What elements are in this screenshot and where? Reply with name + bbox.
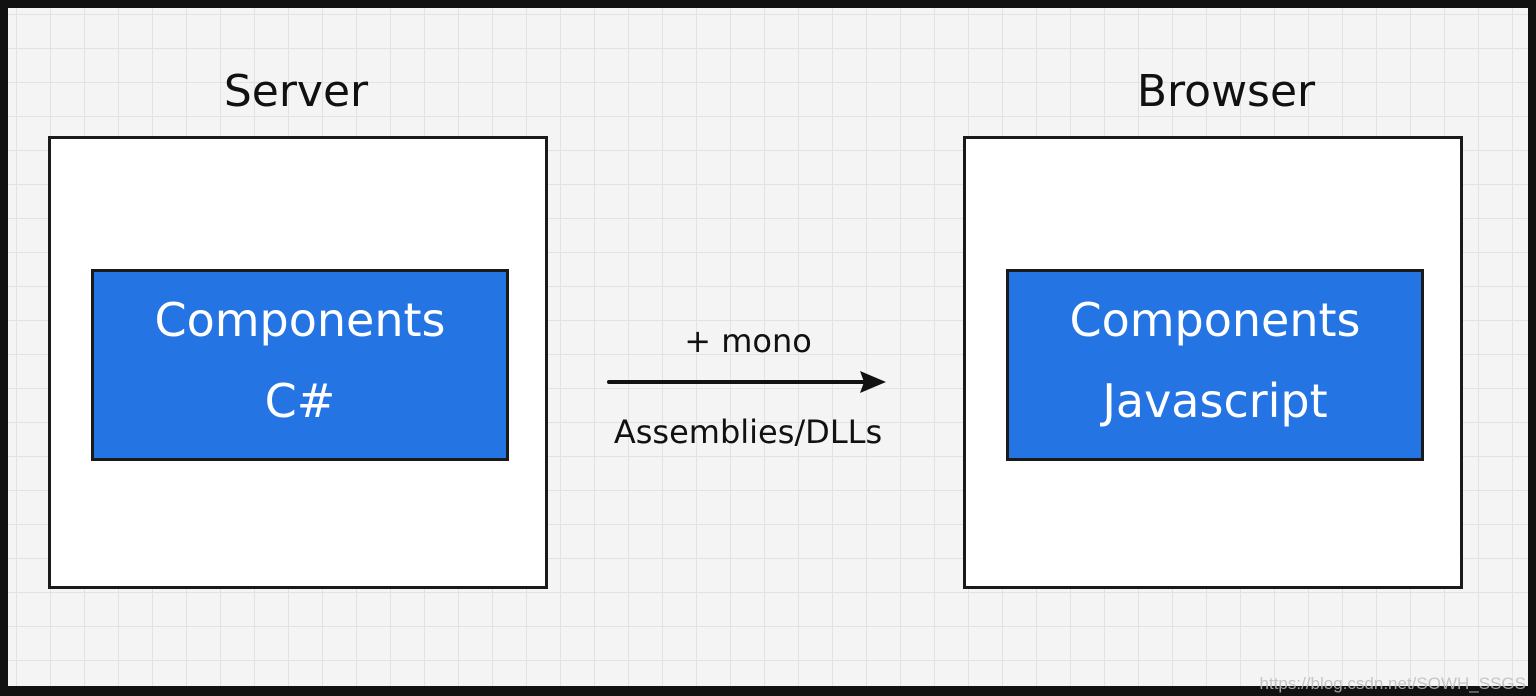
browser-title: Browser (1136, 66, 1316, 117)
watermark: https://blog.csdn.net/SOWH_SSGS (1259, 674, 1526, 693)
browser-components-label: Components (1069, 293, 1361, 347)
arrow-bottom-label: Assemblies/DLLs (613, 413, 883, 451)
server-components-box: Components C# (91, 269, 509, 461)
right-arrow-icon (607, 371, 886, 393)
server-language-label: C# (264, 374, 336, 428)
server-title: Server (223, 66, 369, 117)
browser-components-box: Components Javascript (1006, 269, 1424, 461)
server-box: Components C# (48, 136, 548, 589)
server-components-label: Components (154, 293, 446, 347)
arrow-top-label: + mono (684, 322, 812, 360)
browser-box: Components Javascript (963, 136, 1463, 589)
browser-language-label: Javascript (1102, 374, 1328, 428)
